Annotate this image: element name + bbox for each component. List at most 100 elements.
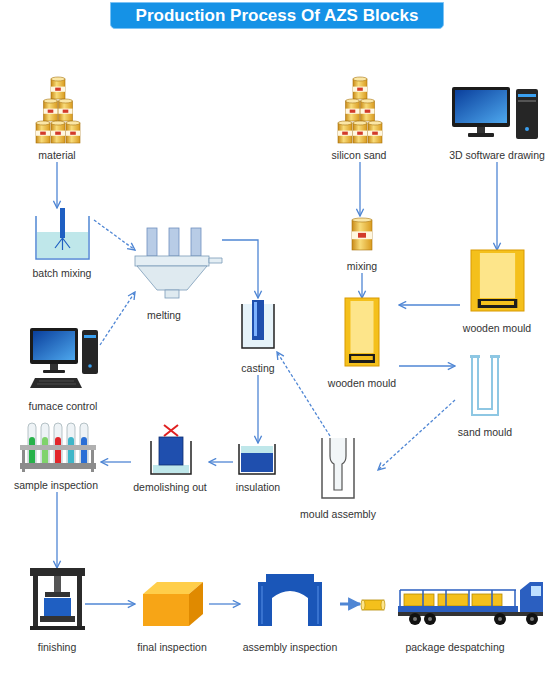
icon-group bbox=[258, 574, 322, 626]
icon-shape bbox=[77, 576, 82, 628]
icon-shape bbox=[477, 127, 485, 133]
icon-shape bbox=[20, 463, 96, 469]
step-icon bbox=[240, 298, 276, 350]
icon-shape bbox=[40, 132, 46, 135]
icon-shape bbox=[43, 370, 65, 373]
step-label: final inspection bbox=[136, 641, 208, 654]
icon-group bbox=[151, 425, 191, 474]
flow-arrow bbox=[209, 603, 240, 604]
icon-group bbox=[352, 218, 372, 250]
process-step: finishing bbox=[30, 568, 85, 654]
icon-shape bbox=[59, 101, 73, 121]
icon-shape bbox=[252, 300, 264, 340]
icon-shape bbox=[400, 590, 516, 606]
step-label: casting bbox=[240, 362, 276, 375]
icon-shape bbox=[381, 600, 385, 610]
icon-shape bbox=[346, 99, 360, 103]
title-text: Production Process Of AZS Blocks bbox=[136, 6, 419, 25]
icon-shape bbox=[165, 290, 179, 298]
icon-shape bbox=[66, 121, 80, 125]
icon-shape bbox=[338, 121, 352, 125]
process-step: wooden mould bbox=[460, 250, 534, 335]
icon-shape bbox=[498, 617, 502, 621]
process-step: 3D software drawing bbox=[447, 85, 547, 162]
icon-shape bbox=[55, 88, 61, 91]
process-step: sand mould bbox=[455, 355, 515, 439]
icon-group bbox=[242, 300, 274, 348]
step-label: sand mould bbox=[457, 426, 514, 439]
icon-shape bbox=[525, 127, 529, 131]
icon-shape bbox=[470, 355, 480, 358]
flow-arrow bbox=[378, 400, 455, 470]
flow-arrow bbox=[85, 603, 135, 604]
icon-shape bbox=[468, 133, 494, 137]
icon-shape bbox=[350, 110, 356, 113]
icon-shape bbox=[345, 298, 379, 366]
step-label: sample inspection bbox=[13, 479, 100, 492]
icon-shape bbox=[51, 123, 65, 143]
flow-arrow bbox=[257, 375, 258, 443]
icon-shape bbox=[478, 357, 492, 409]
step-label: mixing bbox=[346, 260, 379, 273]
icon-shape bbox=[351, 356, 373, 360]
icon-shape bbox=[51, 77, 65, 81]
icon-shape bbox=[153, 465, 189, 473]
icon-shape bbox=[82, 330, 98, 374]
icon-shape bbox=[191, 228, 201, 256]
icon-shape bbox=[372, 132, 378, 135]
flow-arrow bbox=[399, 304, 460, 305]
icon-shape bbox=[258, 574, 322, 626]
icon-shape bbox=[60, 208, 65, 238]
icon-group bbox=[322, 438, 354, 498]
title-banner: Production Process Of AZS Blocks bbox=[110, 2, 444, 29]
icon-shape bbox=[48, 110, 54, 113]
step-icon bbox=[349, 216, 375, 252]
icon-group bbox=[135, 228, 222, 298]
icon-group bbox=[452, 87, 538, 139]
icon-group bbox=[30, 568, 85, 630]
icon-shape bbox=[37, 381, 76, 384]
step-label: assembly inspection bbox=[242, 641, 339, 654]
process-step: sample inspection bbox=[11, 423, 101, 492]
icon-shape bbox=[70, 132, 76, 135]
icon-shape bbox=[358, 233, 366, 238]
flow-arrow bbox=[359, 162, 360, 216]
flow-arrow bbox=[399, 365, 455, 366]
flow-arrow bbox=[209, 461, 233, 462]
flow-arrow bbox=[277, 352, 330, 436]
icon-shape bbox=[361, 109, 375, 114]
step-icon bbox=[258, 574, 322, 626]
icon-shape bbox=[66, 123, 80, 143]
step-label: package despatching bbox=[404, 641, 506, 654]
icon-shape bbox=[239, 444, 275, 474]
icon-shape bbox=[349, 354, 375, 363]
icon-shape bbox=[151, 441, 191, 474]
icon-group bbox=[30, 328, 98, 388]
icon-shape bbox=[137, 266, 207, 290]
icon-shape bbox=[353, 77, 367, 81]
icon-group bbox=[345, 298, 379, 366]
icon-shape bbox=[44, 99, 58, 103]
icon-shape bbox=[51, 87, 65, 92]
icon-shape bbox=[33, 576, 38, 628]
step-icon bbox=[35, 208, 90, 260]
icon-group bbox=[471, 250, 524, 311]
icon-shape bbox=[338, 131, 352, 136]
icon-shape bbox=[352, 218, 372, 222]
icon-shape bbox=[209, 258, 222, 263]
step-label: finishing bbox=[37, 641, 78, 654]
icon-shape bbox=[68, 437, 74, 466]
icon-shape bbox=[51, 79, 65, 99]
process-step: silicon sand bbox=[329, 75, 389, 162]
flow-arrow bbox=[101, 461, 131, 462]
icon-group bbox=[36, 208, 89, 259]
step-icon bbox=[470, 355, 500, 417]
process-step: package despatching bbox=[360, 576, 545, 654]
icon-shape bbox=[361, 99, 375, 103]
icon-shape bbox=[81, 437, 87, 466]
process-step: wooden mould bbox=[325, 298, 399, 390]
icon-shape bbox=[352, 220, 372, 250]
icon-shape bbox=[428, 617, 432, 621]
icon-shape bbox=[55, 132, 61, 135]
